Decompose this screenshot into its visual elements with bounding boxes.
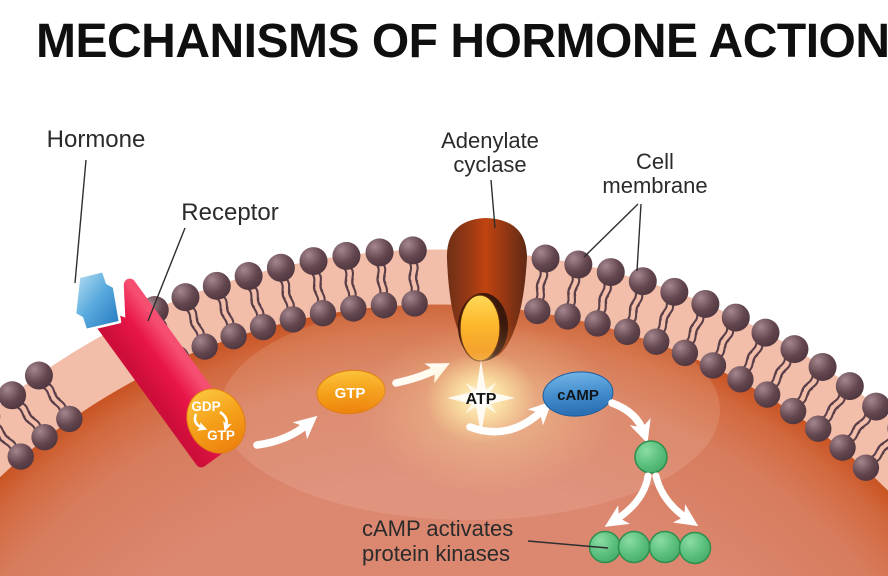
- lipid-head: [531, 244, 560, 273]
- adenylate-label-line2: cyclase: [453, 152, 527, 177]
- pointer-line-hormone: [74, 159, 87, 284]
- lipid-head: [727, 366, 754, 393]
- lipid-head: [596, 258, 625, 287]
- gdp-to-gtp-cycle-arrow-left: [193, 413, 208, 431]
- lipid-head: [753, 381, 781, 408]
- lipid-head: [691, 289, 720, 318]
- pointer-line-adenylate: [490, 179, 496, 229]
- lipid-head: [613, 318, 641, 346]
- lipid-head: [31, 423, 58, 451]
- lipid-head: [835, 372, 864, 401]
- pointer-line-receptor: [147, 227, 186, 322]
- hormone-label: Hormone: [46, 126, 146, 153]
- lipid-head: [266, 253, 295, 282]
- lipid-head: [721, 303, 750, 332]
- lipid-head: [564, 250, 593, 279]
- lipid-head: [202, 271, 231, 300]
- lipid-bilayer: [0, 236, 888, 481]
- cell-membrane-band: [0, 249, 888, 491]
- lipid-head: [805, 415, 832, 442]
- gtp-bound-text: GTP: [207, 428, 235, 443]
- arrow-gdp-to-gtp: [253, 415, 318, 449]
- lipid-head: [779, 397, 807, 425]
- lipid-head: [7, 443, 34, 470]
- lipid-head: [401, 290, 428, 317]
- lipid-head: [398, 236, 427, 265]
- lipid-head: [56, 405, 83, 433]
- lipid-head: [829, 434, 856, 461]
- receptor-label: Receptor: [181, 199, 279, 226]
- lipid-head: [340, 295, 367, 322]
- lipid-head: [699, 352, 727, 379]
- membrane-label-line1: Cell: [636, 149, 674, 174]
- lipid-head: [249, 313, 277, 341]
- lipid-head: [628, 267, 657, 296]
- lipid-head: [671, 339, 699, 367]
- protein-kinase-row: [588, 530, 712, 565]
- atp-text: ATP: [466, 391, 497, 408]
- arrow-kinase-branch-right: [652, 472, 699, 527]
- lipid-head: [279, 306, 307, 333]
- star-rays-diagonal: [465, 382, 497, 414]
- arrow-camp-to-kinase: [608, 399, 651, 444]
- camp-molecule: cAMP: [542, 371, 614, 417]
- lipid-head: [24, 361, 53, 390]
- cell-membrane-label: Cell membrane: [593, 150, 717, 198]
- lipid-head: [365, 238, 394, 267]
- arrow-atp-to-camp: [466, 401, 552, 436]
- gtp-free-text: GTP: [335, 385, 366, 402]
- kinases-label: cAMP activates protein kinases: [362, 516, 532, 566]
- pointer-lines: [74, 159, 642, 549]
- lipid-head: [370, 292, 398, 319]
- lipid-head: [660, 277, 689, 306]
- hormone-shape: [73, 269, 122, 332]
- lipid-head: [524, 297, 551, 325]
- lipid-head: [220, 322, 247, 350]
- gdp-text: GDP: [191, 399, 220, 414]
- membrane-label-line2: membrane: [602, 173, 708, 198]
- lipid-head: [643, 328, 670, 355]
- lipid-head: [584, 310, 611, 337]
- kinases-label-line2: protein kinases: [362, 541, 510, 566]
- arrow-kinase-branch-left: [604, 472, 652, 527]
- gdp-gtp-exchange: GDP GTP: [186, 388, 246, 454]
- lipid-head: [0, 381, 27, 410]
- lipid-head: [234, 262, 263, 291]
- lipid-head: [751, 318, 780, 347]
- page-title: MECHANISMS OF HORMONE ACTION: [36, 15, 888, 68]
- atp-starburst: ATP: [360, 323, 620, 493]
- camp-text: cAMP: [557, 387, 599, 404]
- lipid-head: [309, 300, 337, 327]
- lipid-head: [332, 241, 361, 270]
- adenylate-cyclase-label: Adenylate cyclase: [423, 129, 557, 177]
- adenylate-label-line1: Adenylate: [441, 128, 539, 153]
- gdp-to-gtp-cycle-arrow-right: [219, 410, 232, 432]
- lipid-head: [171, 283, 200, 312]
- lipid-head: [808, 352, 837, 381]
- lipid-head: [299, 247, 328, 276]
- kinases-label-line1: cAMP activates: [362, 516, 514, 541]
- lipid-head: [852, 454, 880, 481]
- protein-kinase-single: [634, 440, 668, 474]
- lipid-head: [780, 335, 809, 364]
- lipid-head: [862, 392, 888, 421]
- pointer-line-membrane-left: [583, 203, 639, 258]
- lipid-head: [191, 333, 218, 360]
- pointer-line-membrane-right: [636, 203, 642, 272]
- pointer-line-kinases: [527, 540, 609, 549]
- lipid-head: [554, 303, 581, 330]
